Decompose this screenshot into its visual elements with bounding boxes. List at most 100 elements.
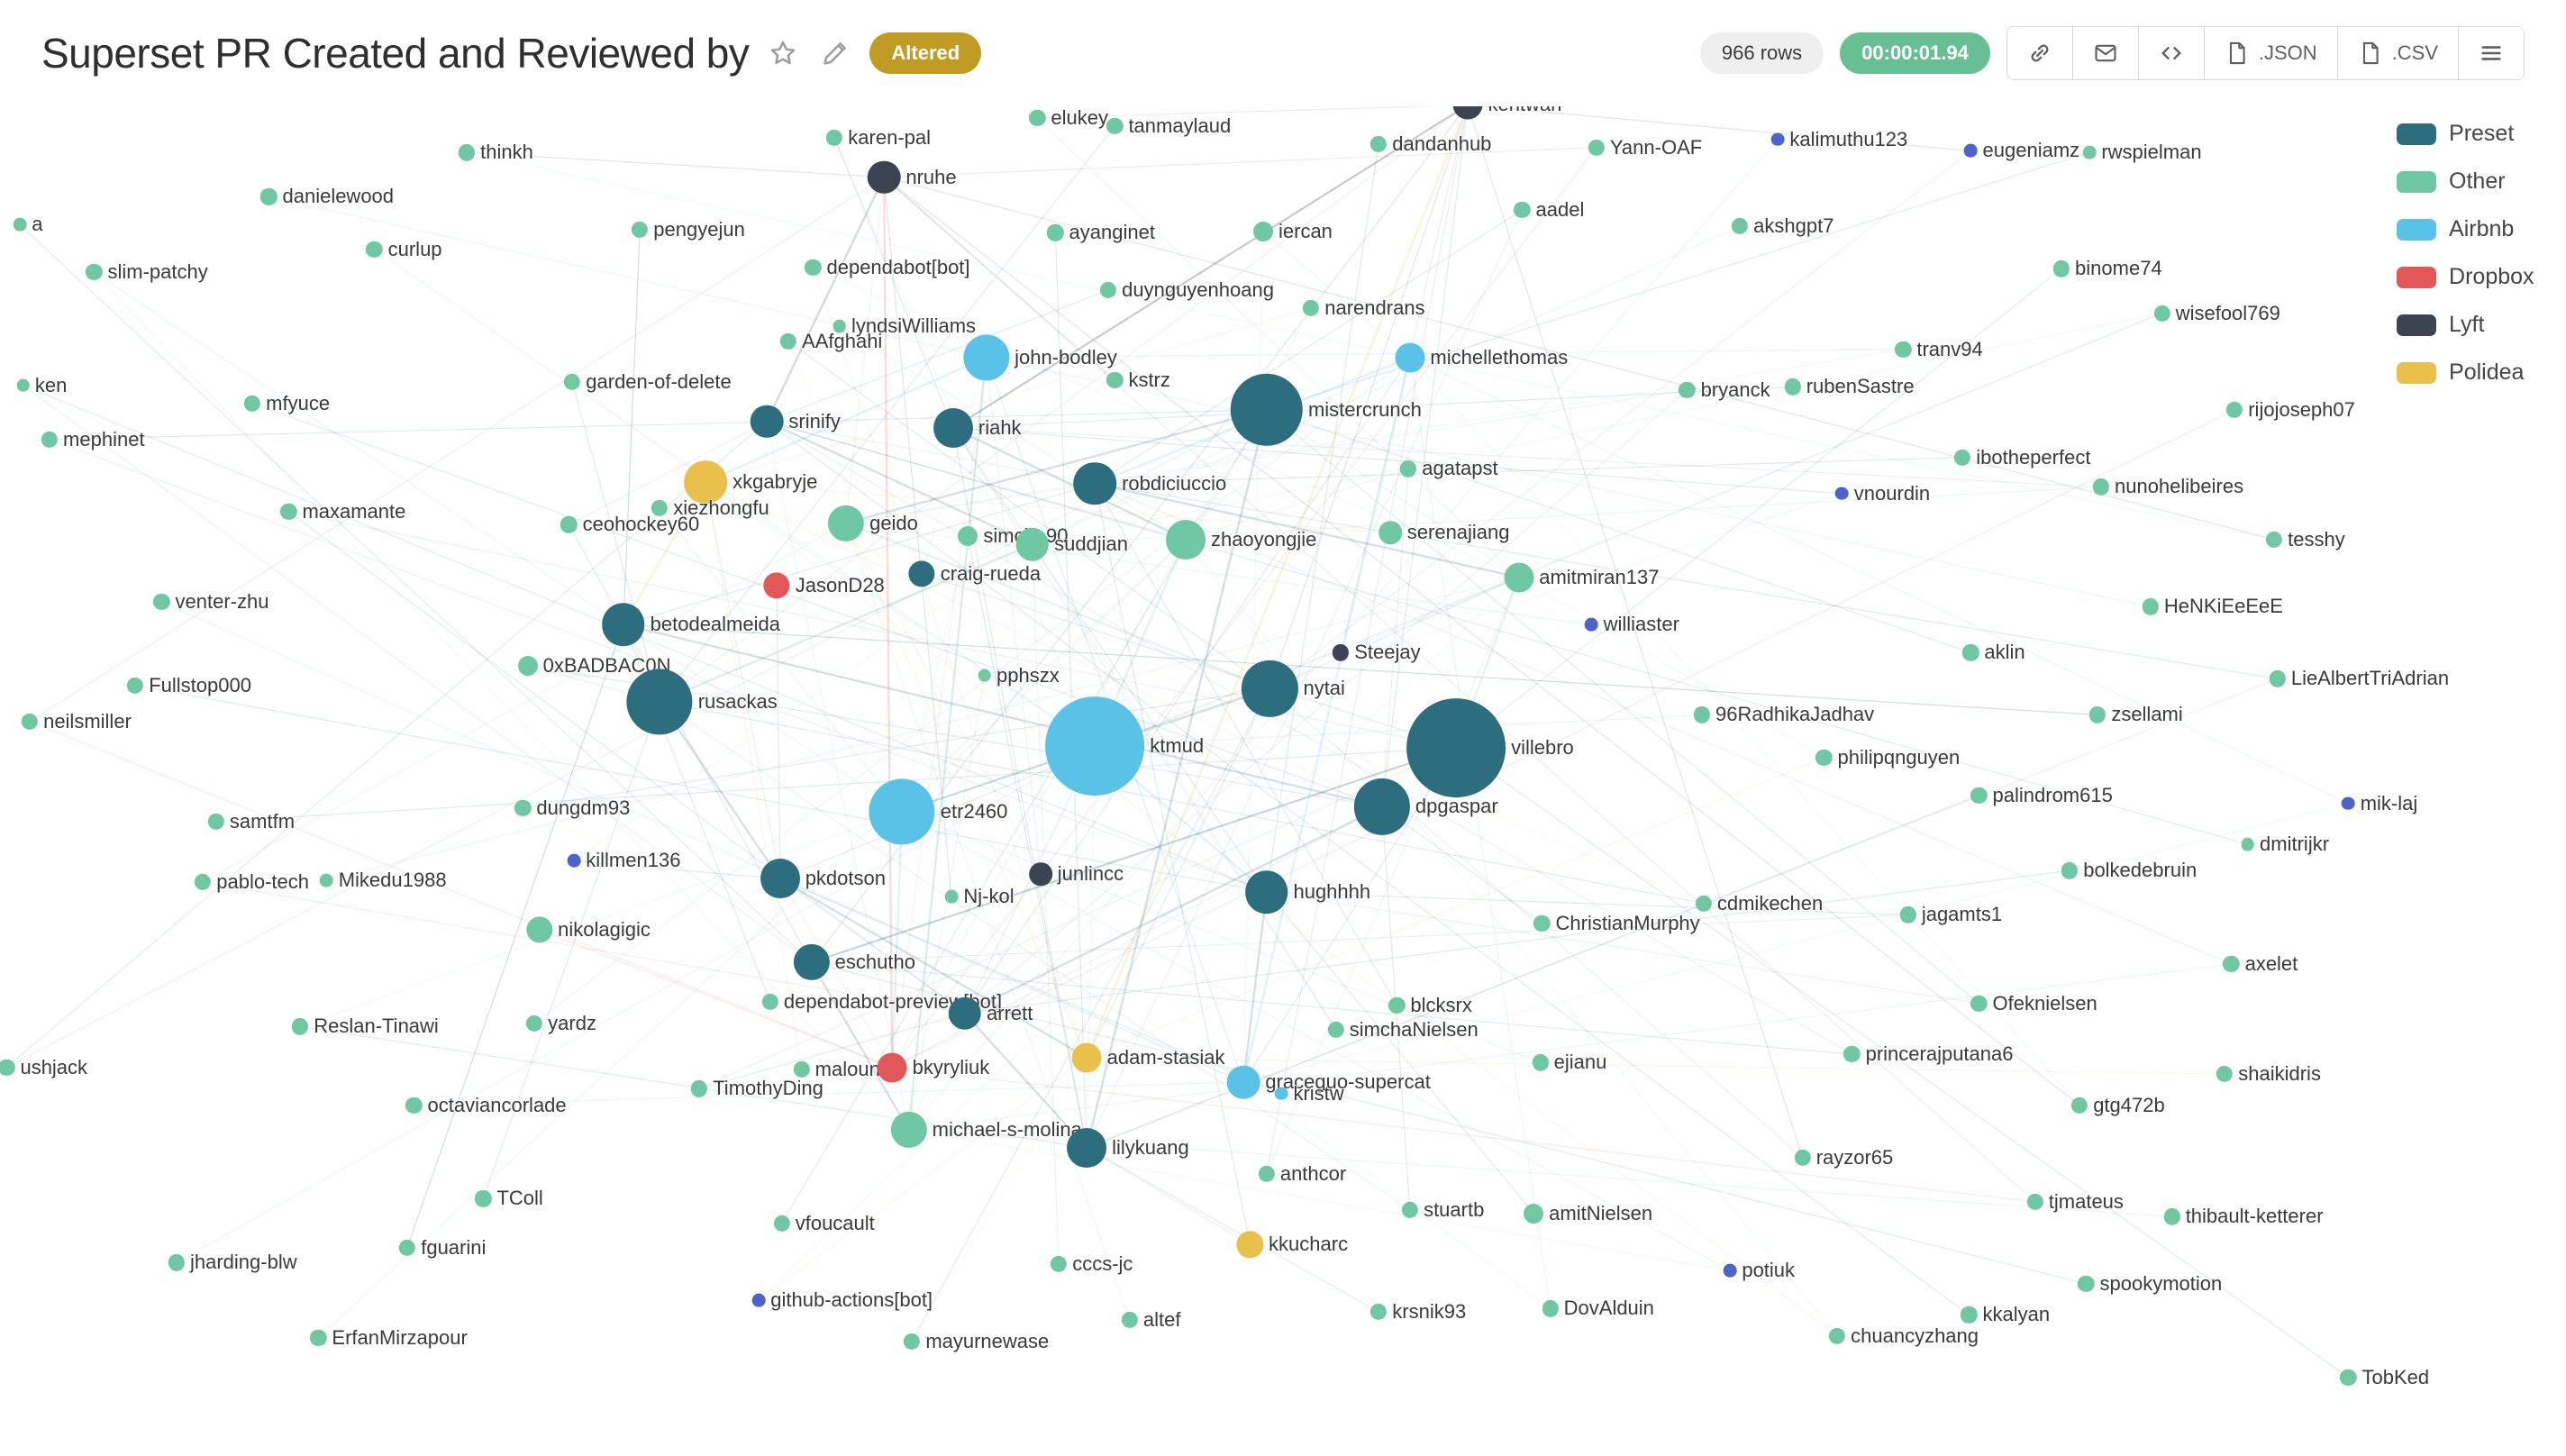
node-dot xyxy=(1399,460,1417,478)
node-dot xyxy=(525,916,553,943)
node-dot xyxy=(760,859,800,899)
node-label: simchaNielsen xyxy=(1349,1017,1479,1041)
node-label: blcksrx xyxy=(1410,993,1472,1016)
node-dot xyxy=(2225,401,2243,419)
node-label: dungdm93 xyxy=(536,796,631,820)
more-menu-button[interactable] xyxy=(2458,27,2524,79)
node-dot xyxy=(1514,201,1531,219)
node-label: jharding-blw xyxy=(189,1251,297,1274)
node-label: 96RadhikaJadhav xyxy=(1715,703,1875,726)
edit-pencil-icon[interactable] xyxy=(817,35,853,71)
node-label: john-bodley xyxy=(1015,345,1117,369)
node-dot xyxy=(890,1111,927,1148)
node-label: graceguo-supercat xyxy=(1265,1070,1431,1094)
node-label: TColl xyxy=(496,1187,543,1210)
node-label: craig-rueda xyxy=(940,561,1042,585)
legend-item[interactable]: Lyft xyxy=(2397,312,2534,338)
node-dot xyxy=(475,1190,492,1207)
node-dot xyxy=(458,144,476,161)
node-dot xyxy=(310,1329,327,1347)
node-label: mayurnewase xyxy=(925,1329,1050,1352)
node-dot xyxy=(1395,342,1425,373)
node-label: fguarini xyxy=(421,1235,487,1259)
node-dot xyxy=(805,259,822,276)
node-dot xyxy=(1166,519,1206,560)
node-dot xyxy=(1504,562,1534,593)
node-label: Nj-kol xyxy=(963,885,1015,908)
node-label: krsnik93 xyxy=(1392,1299,1467,1323)
node-dot xyxy=(793,944,830,981)
legend-item[interactable]: Other xyxy=(2397,168,2534,195)
node-label: Ofeknielsen xyxy=(1992,991,2097,1015)
node-label: venter-zhu xyxy=(175,589,269,613)
node-label: dandanhub xyxy=(1392,132,1492,156)
node-label: rubenSastre xyxy=(1806,375,1915,398)
node-label: ChristianMurphy xyxy=(1555,911,1700,934)
node-label: lyndsiWilliams xyxy=(851,314,977,338)
node-dot xyxy=(126,677,144,694)
node-label: tanmaylaud xyxy=(1128,114,1232,138)
node-label: shaikidris xyxy=(2238,1061,2321,1085)
copy-link-button[interactable] xyxy=(2006,27,2072,79)
node-dot xyxy=(1045,696,1145,796)
node-label: ken xyxy=(34,373,68,396)
node-dot xyxy=(567,854,581,868)
node-label: nikolagigic xyxy=(558,917,651,941)
node-dot xyxy=(933,408,973,448)
node-label: agatapst xyxy=(1422,457,1498,480)
node-label: pengyejun xyxy=(653,217,745,241)
legend-item[interactable]: Airbnb xyxy=(2397,216,2534,242)
node-label: xkgabryje xyxy=(732,470,818,494)
legend-label: Preset xyxy=(2449,121,2515,147)
node-dot xyxy=(525,1015,543,1032)
legend-item[interactable]: Polidea xyxy=(2397,359,2534,386)
node-label: lilykuang xyxy=(1112,1135,1189,1159)
legend-swatch xyxy=(2397,123,2437,145)
node-label: aklin xyxy=(1984,641,2025,664)
embed-code-button[interactable] xyxy=(2137,27,2204,79)
node-dot xyxy=(867,160,901,194)
node-label: cdmikechen xyxy=(1716,891,1824,915)
node-dot xyxy=(405,1097,423,1114)
node-dot xyxy=(1226,1065,1260,1099)
node-label: kalimuthu123 xyxy=(1789,127,1908,150)
email-button[interactable] xyxy=(2071,27,2138,79)
node-label: rijojoseph07 xyxy=(2248,397,2355,421)
node-label: arrett xyxy=(987,1001,1033,1024)
node-dot xyxy=(21,713,39,730)
node-dot xyxy=(602,603,645,647)
export-json-button[interactable]: .JSON xyxy=(2203,27,2337,79)
favorite-star-icon[interactable] xyxy=(765,35,801,71)
export-csv-button[interactable]: .CSV xyxy=(2336,27,2458,79)
node-dot xyxy=(1253,221,1274,241)
hamburger-menu-icon xyxy=(2481,46,2501,60)
node-dot xyxy=(41,431,59,448)
node-dot xyxy=(1029,862,1052,886)
node-label: princerajputana6 xyxy=(1865,1042,2014,1066)
legend-item[interactable]: Preset xyxy=(2397,121,2534,147)
node-label: pablo-tech xyxy=(216,870,310,894)
node-label: LieAlbertTriAdrian xyxy=(2290,667,2450,690)
node-label: zsellami xyxy=(2111,703,2183,726)
node-dot xyxy=(1015,527,1050,561)
legend-item[interactable]: Dropbox xyxy=(2397,264,2534,290)
node-dot xyxy=(16,378,30,392)
node-label: cccs-jc xyxy=(1072,1252,1133,1276)
node-dot xyxy=(320,873,333,887)
node-label: thibault-ketterer xyxy=(2185,1205,2324,1228)
node-label: etr2460 xyxy=(940,799,1008,823)
node-dot xyxy=(1533,915,1551,932)
node-label: potiuk xyxy=(1742,1259,1796,1282)
node-dot xyxy=(1895,341,1912,358)
node-dot xyxy=(1379,521,1402,545)
node-label: dependabot[bot] xyxy=(826,255,970,278)
node-label: axelet xyxy=(2244,952,2298,976)
node-dot xyxy=(827,505,865,541)
altered-badge[interactable]: Altered xyxy=(869,32,982,74)
node-dot xyxy=(2340,1369,2357,1386)
node-label: Yann-OAF xyxy=(1609,135,1703,159)
node-label: pphszx xyxy=(996,663,1060,687)
node-dot xyxy=(1679,381,1696,399)
